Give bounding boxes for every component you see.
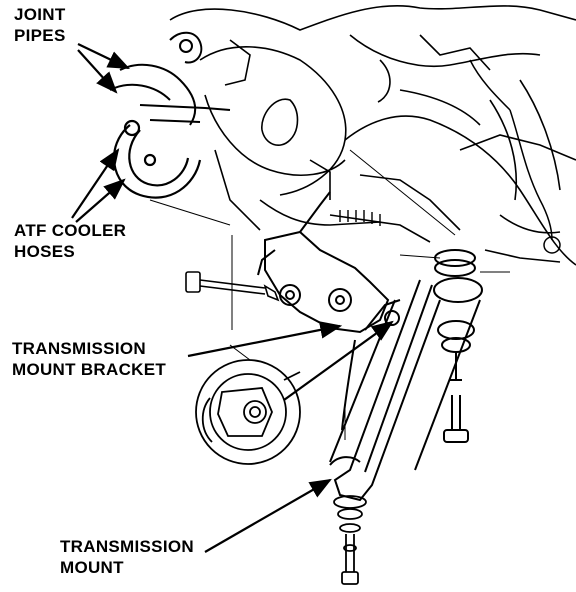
- joint-pipes-label-line-2: PIPES: [14, 26, 66, 45]
- arrow-inset: [284, 320, 394, 400]
- atf-cooler-hoses: [114, 121, 200, 198]
- arrow-atf-hose-2: [76, 178, 126, 222]
- mount-lower-bolt-stack: [334, 496, 366, 584]
- transmission-mount-bracket-label-line-2: MOUNT BRACKET: [12, 360, 167, 379]
- label-arrows: [72, 44, 394, 552]
- atf-cooler-hoses-label-line-1: ATF COOLER: [14, 221, 127, 240]
- arrow-atf-hose-1: [72, 148, 120, 218]
- wiring-harness: [470, 60, 560, 253]
- atf-cooler-hoses-label: ATF COOLER HOSES: [14, 220, 126, 262]
- transmission-mount-bracket-label-line-1: TRANSMISSION: [12, 339, 146, 358]
- atf-cooler-hoses-label-line-2: HOSES: [14, 242, 76, 261]
- transmission-mount: [330, 250, 482, 500]
- arrow-joint-pipes-1: [78, 44, 130, 68]
- joint-pipes-label: JOINT PIPES: [14, 4, 66, 46]
- arrow-mount: [205, 478, 332, 552]
- joint-pipes: [110, 33, 230, 125]
- case-ribs: [340, 210, 380, 226]
- transmission-mount-bracket: [258, 192, 399, 332]
- arrow-bracket: [188, 321, 343, 356]
- transmission-mount-label-line-2: MOUNT: [60, 558, 124, 577]
- transmission-mount-label-line-1: TRANSMISSION: [60, 537, 194, 556]
- transmission-mount-bracket-label: TRANSMISSION MOUNT BRACKET: [12, 338, 166, 380]
- bracket-detail-inset: [196, 360, 300, 464]
- arrow-joint-pipes-2: [78, 50, 118, 94]
- transmission-mount-label: TRANSMISSION MOUNT: [60, 536, 194, 578]
- transmission-case: [170, 6, 576, 265]
- joint-pipes-label-line-1: JOINT: [14, 5, 66, 24]
